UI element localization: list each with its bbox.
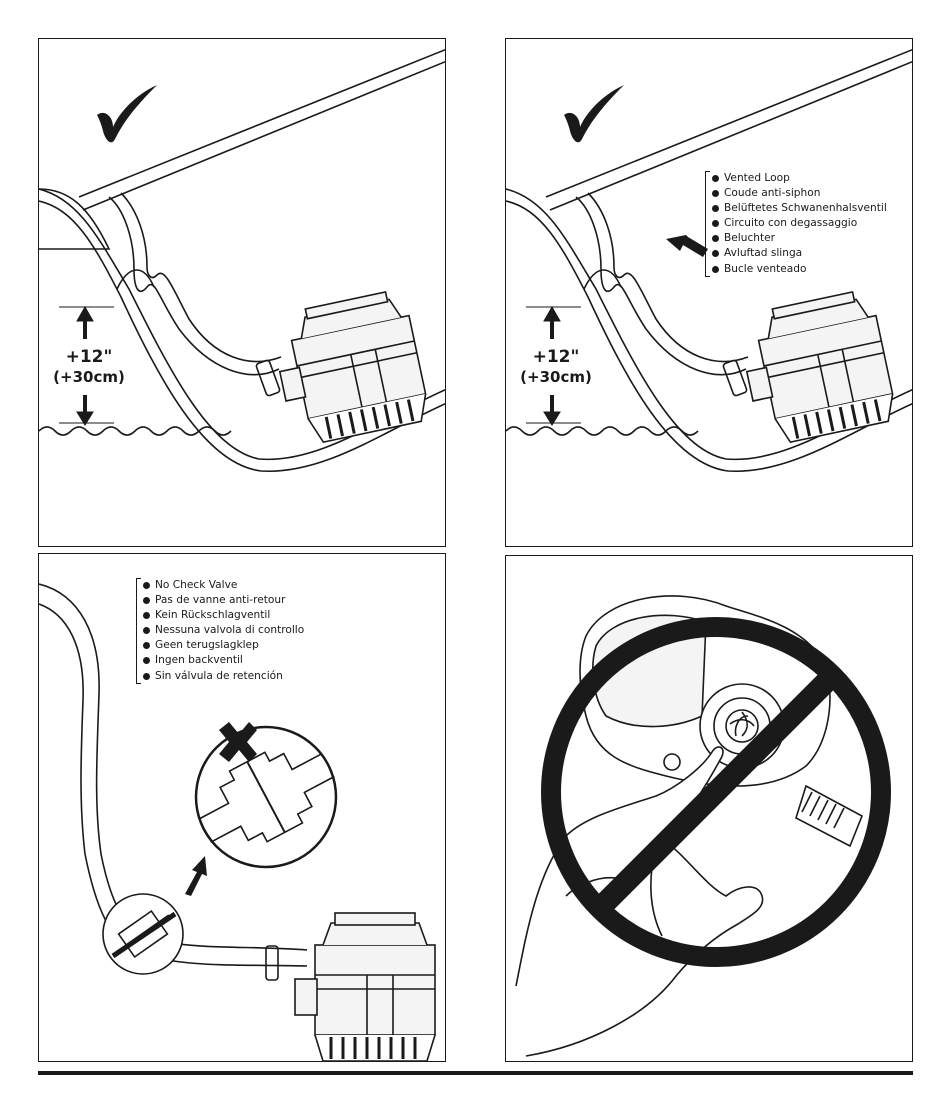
measurement-inches: +12" [65,347,113,367]
pointer-arrow-icon [185,856,207,896]
vented-loop-illustration [506,48,912,472]
measurement-inches: +12" [532,347,580,367]
label-item: Nessuna valvola di controllo [143,623,304,638]
no-hand-illustration [515,595,891,1057]
height-measurement: +12" (+30cm) [49,347,129,387]
label-item: Geen terugslagklep [143,638,304,653]
label-item: Coude anti-siphon [712,186,887,201]
panel-no-hand [505,555,913,1062]
label-item: No Check Valve [143,578,304,593]
label-item: Avluftad slinga [712,246,887,261]
label-item: Ingen backventil [143,653,304,668]
pointer-arrow-icon [666,235,708,257]
prohibited-icon [541,617,891,967]
measurement-cm: (+30cm) [520,368,592,386]
label-item: Kein Rückschlagventil [143,608,304,623]
bottom-rule [38,1071,913,1075]
checkmark-icon [564,85,624,143]
no-check-valve-illustration [39,583,436,1061]
label-item: Sin válvula de retención [143,669,304,684]
height-measurement: +12" (+30cm) [516,347,596,387]
no-check-valve-labels: No Check Valve Pas de vanne anti-retour … [136,578,304,684]
cross-icon [219,722,257,762]
checkmark-icon [97,85,157,143]
panel-no-check-valve: No Check Valve Pas de vanne anti-retour … [38,553,446,1062]
panel-vented-loop: Vented Loop Coude anti-siphon Belüftetes… [505,38,913,547]
label-item: Circuito con degassaggio [712,216,887,231]
vented-loop-labels: Vented Loop Coude anti-siphon Belüftetes… [705,171,887,277]
label-item: Bucle venteado [712,262,887,277]
measurement-cm: (+30cm) [53,368,125,386]
panel-vented-height: +12" (+30cm) [38,38,446,547]
vented-height-illustration [39,48,445,472]
label-item: Beluchter [712,231,887,246]
label-item: Belüftetes Schwanenhalsventil [712,201,887,216]
label-item: Pas de vanne anti-retour [143,593,304,608]
label-item: Vented Loop [712,171,887,186]
